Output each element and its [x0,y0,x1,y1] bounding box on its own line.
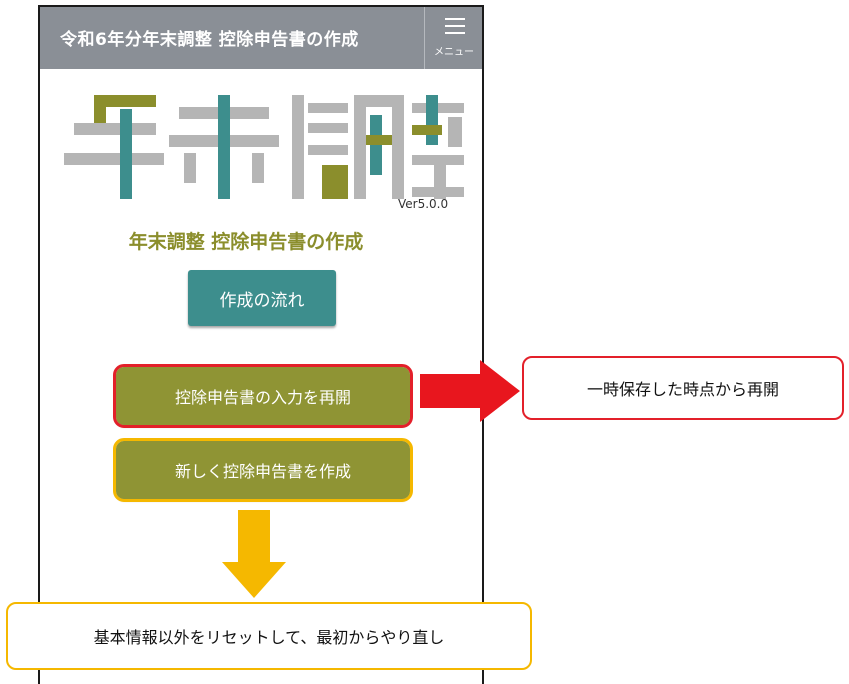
new-declaration-button[interactable]: 新しく控除申告書を作成 [113,438,413,502]
yellow-arrow-annotation [222,510,286,598]
resume-input-button[interactable]: 控除申告書の入力を再開 [113,364,413,428]
resume-callout-text: 一時保存した時点から再開 [586,380,779,399]
page-subtitle: 年末調整 控除申告書の作成 [128,231,364,253]
version-label: Ver5.0.0 [398,197,449,211]
red-arrow-annotation [420,360,520,422]
logo-char-nen [64,95,164,199]
reset-callout-text: 基本情報以外をリセットして、最初からやり直し [93,628,445,647]
menu-label: メニュー [434,47,474,58]
nenmatsu-chousei-logo [64,95,464,199]
logo-char-sei [412,95,464,199]
creation-flow-button[interactable]: 作成の流れ [188,270,336,326]
resume-callout: 一時保存した時点から再開 [522,356,844,420]
app-bar: 令和6年分年末調整 控除申告書の作成 メニュー [40,7,482,69]
logo-char-matsu [169,95,279,199]
menu-button[interactable]: メニュー [424,7,482,69]
logo-char-chou [292,95,404,199]
reset-callout: 基本情報以外をリセットして、最初からやり直し [6,602,532,670]
hamburger-menu-icon [445,18,465,34]
app-title: 令和6年分年末調整 控除申告書の作成 [60,30,359,50]
